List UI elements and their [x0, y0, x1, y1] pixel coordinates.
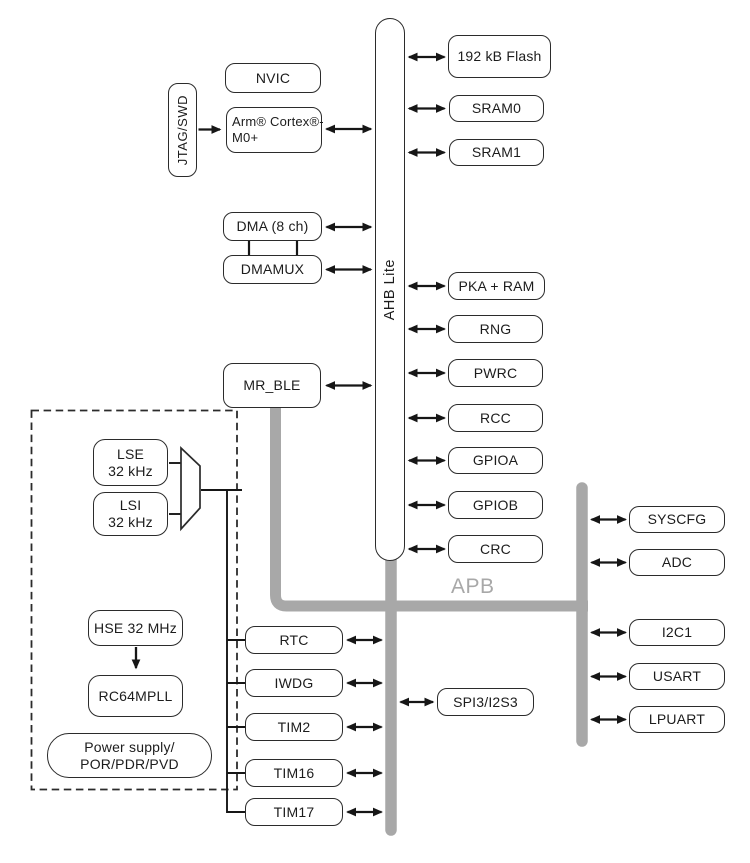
block-flash: 192 kB Flash [448, 35, 551, 78]
block-hse: HSE 32 MHz [88, 610, 183, 646]
block-tim16: TIM16 [245, 759, 343, 787]
block-syscfg: SYSCFG [629, 506, 725, 533]
block-rtc: RTC [245, 626, 343, 654]
block-power-supply: Power supply/ POR/PDR/PVD [47, 733, 212, 778]
block-adc: ADC [629, 549, 725, 576]
block-sram0: SRAM0 [449, 95, 544, 122]
gray-bus-layer [270, 405, 588, 836]
block-i2c1: I2C1 [629, 619, 725, 646]
block-lse: LSE 32 kHz [93, 439, 168, 486]
block-gpioa: GPIOA [448, 447, 543, 474]
block-crc: CRC [448, 535, 543, 563]
block-tim2: TIM2 [245, 713, 343, 741]
clock-mux-shape [180, 446, 201, 532]
block-usart: USART [629, 663, 725, 690]
dashed-power-domain-outline [30, 409, 238, 791]
block-rc64mpll: RC64MPLL [88, 675, 183, 717]
block-jtag-swd: JTAG/SWD [168, 83, 197, 177]
block-sram1: SRAM1 [449, 139, 544, 166]
block-nvic: NVIC [225, 63, 321, 93]
block-rng: RNG [448, 315, 543, 343]
block-pka-ram: PKA + RAM [448, 272, 545, 300]
block-gpiob: GPIOB [448, 491, 543, 519]
apb-bus-label: APB [451, 575, 495, 598]
block-lpuart: LPUART [629, 706, 725, 733]
block-rcc: RCC [448, 404, 543, 432]
bidirectional-arrows [325, 52, 627, 817]
block-iwdg: IWDG [245, 669, 343, 697]
connector-lines [169, 241, 299, 813]
block-dmamux: DMAMUX [223, 255, 322, 284]
block-tim17: TIM17 [245, 798, 343, 826]
mr-ble-to-apb-bus [270, 405, 588, 612]
block-mr-ble: MR_BLE [223, 363, 321, 408]
block-lsi: LSI 32 kHz [93, 492, 168, 536]
block-dma: DMA (8 ch) [223, 212, 322, 241]
block-spi3-i2s3: SPI3/I2S3 [437, 688, 534, 716]
block-pwrc: PWRC [448, 359, 543, 387]
ahb-lite-bus: AHB Lite [375, 18, 405, 561]
clock-trunk-line [226, 490, 246, 813]
block-cortex-m0plus: Arm® Cortex®- M0+ [226, 107, 324, 153]
